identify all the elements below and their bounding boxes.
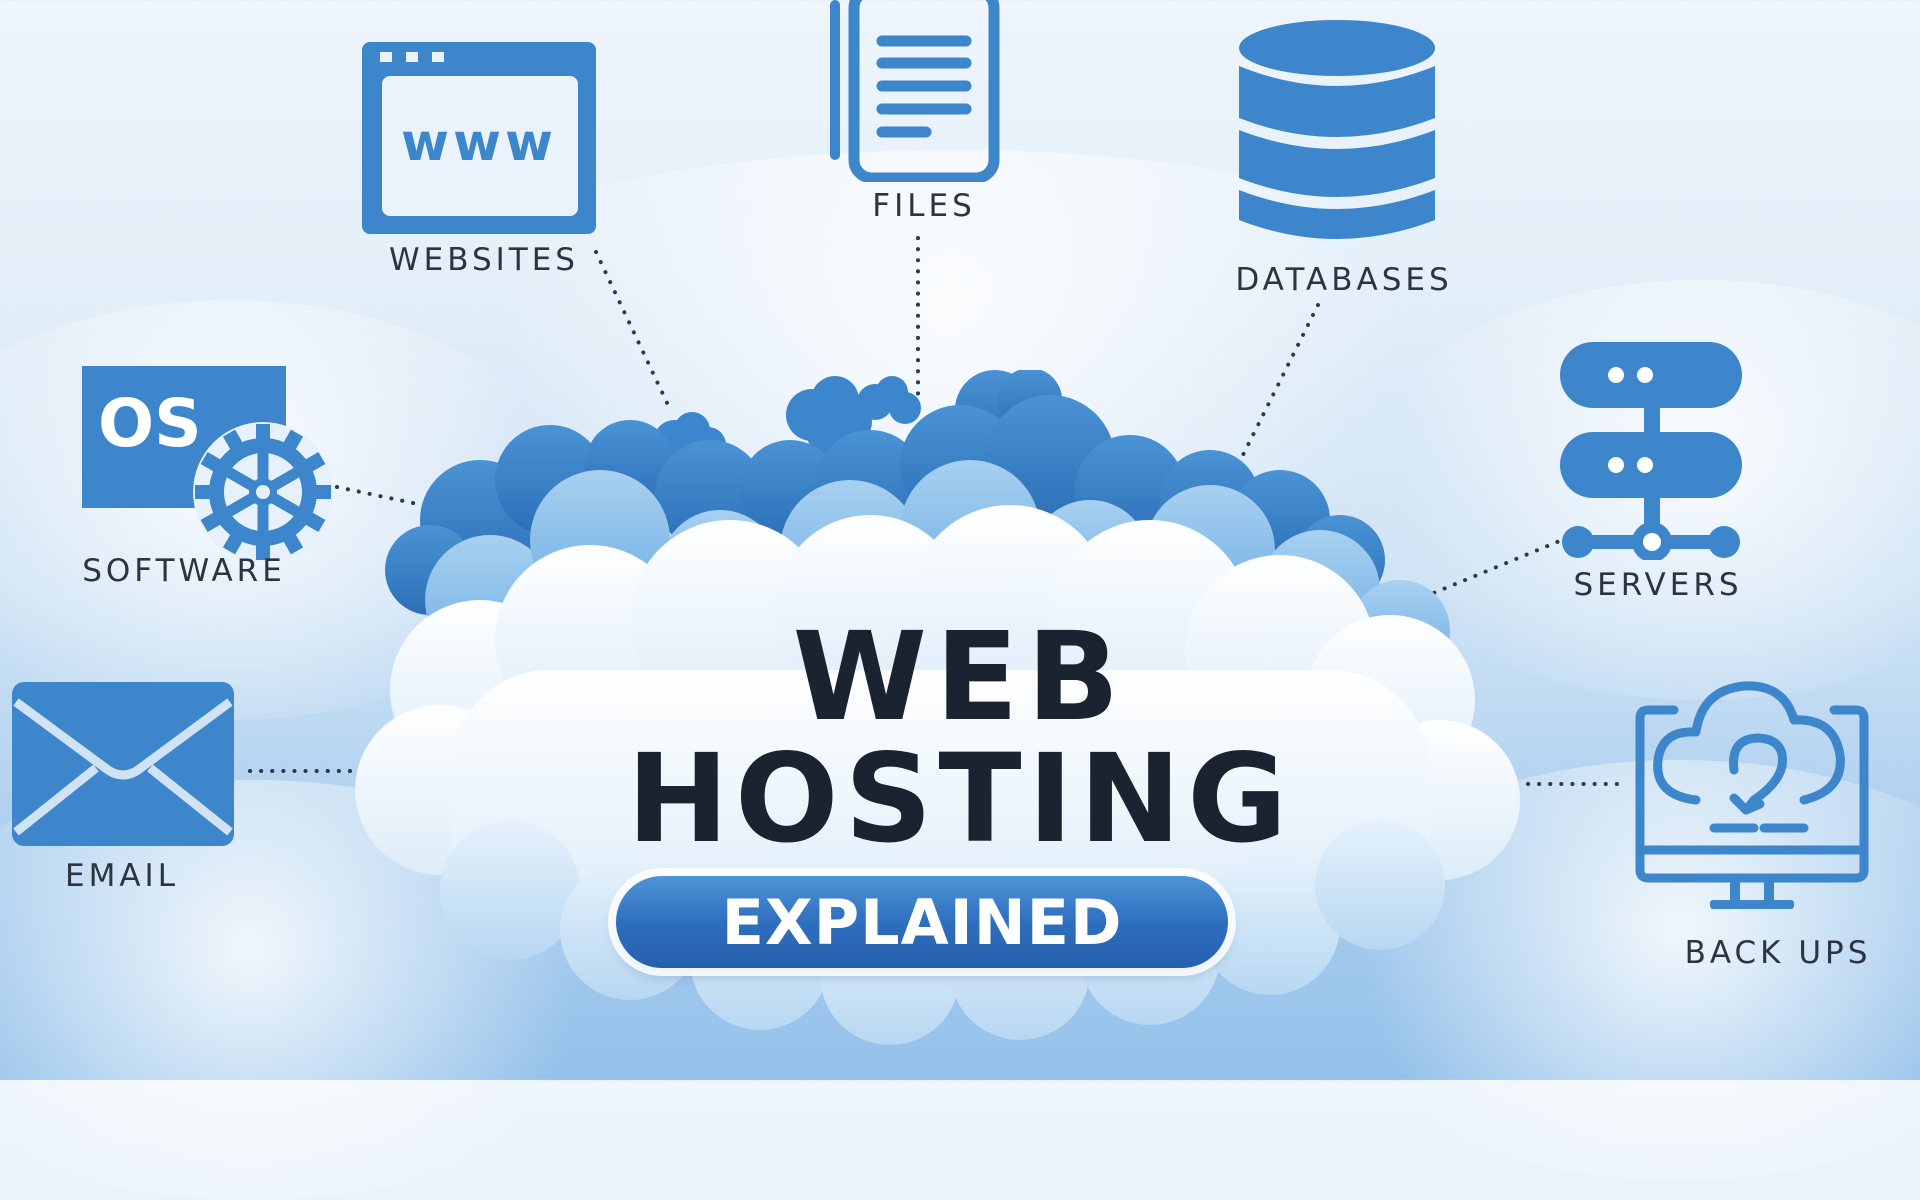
svg-text:OS: OS	[98, 385, 202, 462]
central-cloud	[355, 370, 1520, 1045]
os-gear-icon: OS	[82, 366, 333, 562]
browser-www-icon: www	[362, 42, 596, 234]
label-backups: BACK UPS	[1684, 935, 1872, 971]
label-databases: DATABASES	[1235, 262, 1453, 298]
explained-badge: EXPLAINED	[616, 876, 1228, 968]
explained-badge-text: EXPLAINED	[721, 885, 1123, 959]
connector-lines	[248, 236, 1620, 786]
cloud-backup-monitor-icon	[1635, 681, 1869, 909]
label-files: FILES	[872, 188, 976, 224]
connector-databases	[1236, 303, 1320, 467]
svg-text:www: www	[401, 113, 557, 173]
title-web: WEB	[792, 606, 1128, 748]
label-websites: WEBSITES	[389, 242, 579, 278]
label-servers: SERVERS	[1573, 567, 1743, 603]
database-icon	[1239, 20, 1435, 239]
label-software: SOFTWARE	[82, 553, 286, 589]
server-icon	[1560, 342, 1742, 560]
label-email: EMAIL	[65, 858, 179, 894]
connector-software	[335, 485, 472, 517]
title-hosting: HOSTING	[626, 728, 1294, 870]
document-icon	[830, 0, 1000, 182]
envelope-icon	[12, 682, 234, 846]
